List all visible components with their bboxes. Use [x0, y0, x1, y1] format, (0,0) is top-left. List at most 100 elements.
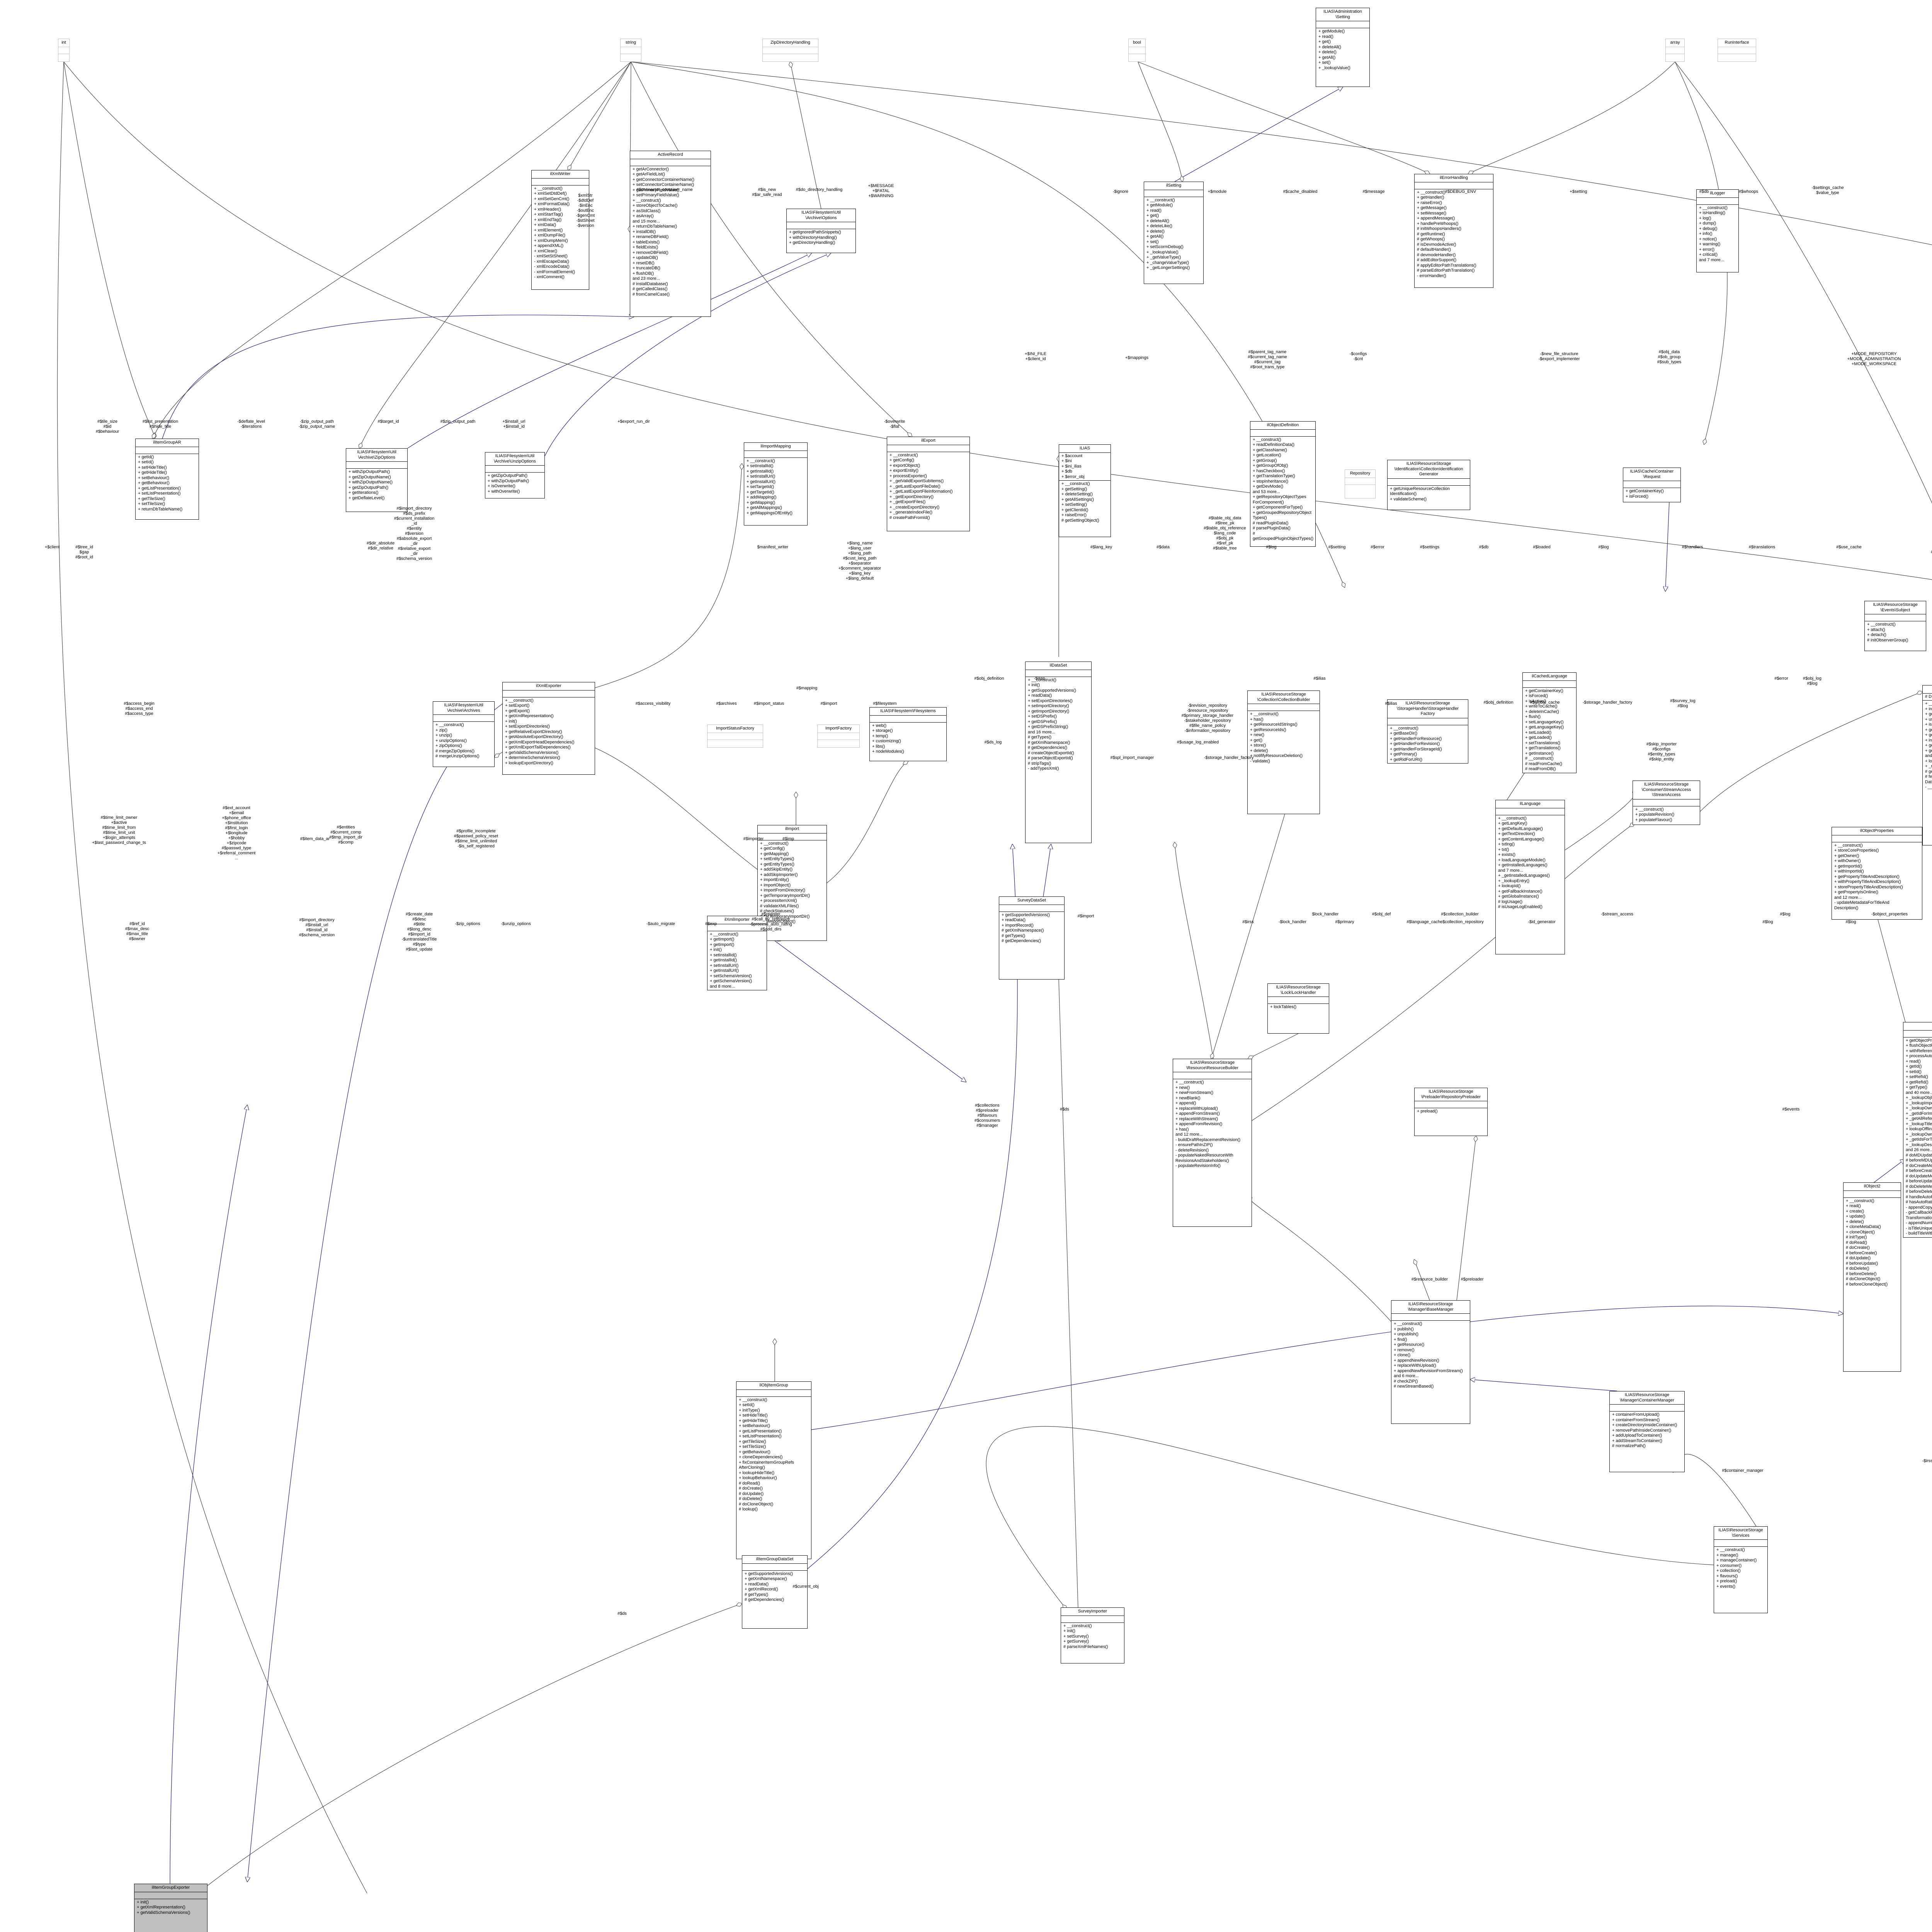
class-node-object2[interactable]: ilObject2+ __construct() + read() + crea… [1843, 1182, 1901, 1372]
class-attributes [1415, 1101, 1487, 1108]
class-node-resbuilder[interactable]: ILIAS\ResourceStorage \Resource\Resource… [1173, 1059, 1252, 1227]
class-name: ILIAS\Cache\Container \Request [1623, 468, 1680, 481]
class-name: bool [1129, 39, 1145, 47]
edge-label: +$mappings [1125, 355, 1149, 360]
edge-label: -$lock_handler [1278, 920, 1307, 924]
class-node-repository[interactable]: Repository [1345, 469, 1376, 498]
collaboration-edge [790, 62, 821, 209]
class-node-preloader[interactable]: ILIAS\ResourceStorage \Preloader\Reposit… [1414, 1088, 1488, 1136]
class-name: ActiveRecord [630, 151, 711, 159]
class-node-basemanager[interactable]: ILIAS\ResourceStorage \Manager\BaseManag… [1391, 1300, 1470, 1424]
edge-label: #$language_cache$collection_repository [1406, 920, 1484, 924]
edge-label: -$ignore [1112, 189, 1129, 194]
class-node-rssubject[interactable]: ILIAS\ResourceStorage \Events\Subject+ _… [1864, 601, 1926, 651]
class-node-archiveoptions[interactable]: ILIAS\Filesystem\Util \Archive\Options+ … [786, 209, 856, 253]
class-node-cachedlang[interactable]: ilCachedLanguage+ getContainerKey() + is… [1522, 672, 1577, 773]
collaboration-edge [359, 61, 631, 448]
class-node-cachereq[interactable]: ILIAS\Cache\Container \Request+ getConta… [1623, 468, 1681, 502]
class-name: ILIAS\ResourceStorage \Identification\Co… [1388, 460, 1470, 479]
class-attributes [630, 159, 711, 166]
edge-label: #$obj_definition [1483, 700, 1514, 705]
class-node-array[interactable]: array [1665, 39, 1685, 62]
class-node-activerecord[interactable]: ActiveRecord+ getArConnector() + getArFi… [630, 151, 711, 317]
class-node-export[interactable]: ilExport+ __construct() + getConfig() + … [887, 437, 970, 531]
class-node-surveyimporter[interactable]: SurveyImporter+ __construct() + init() +… [1061, 1607, 1124, 1663]
class-node-shfactory[interactable]: ILIAS\ResourceStorage \StorageHandler\St… [1387, 699, 1468, 764]
class-node-logger[interactable]: ilLogger+ __construct() + isHandling() +… [1696, 189, 1739, 272]
class-operations: + __construct() + getSetting() + deleteS… [1061, 481, 1099, 523]
class-name: ilObjItemGroup [736, 1382, 811, 1390]
class-node-errorhandling[interactable]: ilErrorHandling+ __construct() + getHand… [1414, 174, 1493, 288]
edge-label: +$lang_name +$lang_user +$lang_path #$cu… [838, 541, 881, 581]
class-attributes [1415, 182, 1493, 189]
class-node-objprops[interactable]: ilObjectProperties+ __construct() + stor… [1832, 827, 1922, 920]
class-attributes [1832, 835, 1922, 842]
class-node-xmlexporter[interactable]: ilXmlExporter+ __construct() + setExport… [502, 682, 595, 775]
class-operations: + __construct() + getBaseDir() + getHand… [1390, 726, 1442, 762]
class-node-dataset[interactable]: ilDataSet+ __construct() + init() + getS… [1025, 662, 1092, 843]
class-node-ilsetting[interactable]: ilSetting+ __construct() + getModule() +… [1144, 182, 1204, 284]
class-name: ilObjectProperties [1832, 827, 1922, 835]
class-node-runinterface[interactable]: RunInterface [1718, 39, 1756, 62]
class-node-importstatusf[interactable]: ImportStatusFactory [707, 724, 763, 748]
class-node-archives[interactable]: ILIAS\Filesystem\Util \Archive\Archives+… [433, 701, 495, 767]
class-node-itemgroupar[interactable]: ilItemGroupAR+ getId() + setId() + setHi… [135, 439, 199, 520]
class-operations: + __construct() + read() + create() + up… [1846, 1198, 1888, 1287]
collaboration-edge [1414, 1260, 1430, 1301]
collaboration-edge [207, 1604, 742, 1886]
class-node-zipoptions[interactable]: ILIAS\Filesystem\Util \Archive\ZipOption… [346, 448, 408, 512]
class-name: int [58, 39, 69, 47]
class-node-unzipoptions[interactable]: ILIAS\Filesystem\Util \Archive\UnzipOpti… [485, 452, 545, 498]
class-node-streamaccess[interactable]: ILIAS\ResourceStorage \Consumer\StreamAc… [1633, 781, 1700, 825]
class-node-ilias[interactable]: ILIAS+ $account + $ini + $ini_ilias + $d… [1059, 444, 1111, 537]
class-node-xmlwriter[interactable]: ilXmlWriter+ __construct() + xmlSetDtdDe… [531, 170, 589, 290]
edge-label: #$log [1266, 545, 1277, 549]
class-attributes [1865, 614, 1926, 621]
class-node-itemgroupdataset[interactable]: ilItemGroupDataSet+ getSupportedVersions… [742, 1555, 808, 1629]
class-node-objdef[interactable]: ilObjectDefinition+ __construct() + read… [1250, 421, 1316, 547]
class-node-importmapping[interactable]: ilImportMapping+ __construct() + setInst… [744, 442, 808, 526]
class-attributes [1523, 681, 1576, 688]
class-node-collbuilder[interactable]: ILIAS\ResourceStorage \Collection\Collec… [1247, 690, 1320, 814]
edge-label: #$tile_size #$id #$behaviour [95, 419, 119, 434]
inheritance-edge [1174, 87, 1343, 182]
class-attributes [1129, 47, 1145, 54]
class-attributes [999, 905, 1064, 912]
class-node-rsservices[interactable]: ILIAS\ResourceStorage \Services+ __const… [1714, 1526, 1768, 1613]
class-node-xmlimporter[interactable]: ilXmlImporter+ __construct() + getImport… [707, 916, 767, 990]
class-node-import[interactable]: ilImport+ __construct() + getConfig() + … [757, 825, 827, 941]
class-name: ilImportMapping [744, 443, 807, 451]
class-node-locktables[interactable]: ILIAS\ResourceStorage \Lock\LockHandler+… [1267, 983, 1329, 1034]
edge-label: -$object_properties [1871, 912, 1908, 917]
class-node-string[interactable]: string [620, 39, 641, 62]
class-name: ILIAS\Filesystem\Util \Archive\Archives [433, 702, 494, 715]
class-node-containermanager[interactable]: ILIAS\ResourceStorage \Manager\Container… [1609, 1391, 1685, 1472]
class-node-itemgroupexporter[interactable]: ilItemGroupExporter+ init() + getXmlRepr… [134, 1884, 207, 1932]
class-node-objitemgroup[interactable]: ilObjItemGroup+ __construct() + setId() … [736, 1381, 811, 1559]
class-node-language[interactable]: ilLanguage+ __construct() + getLangKey()… [1495, 800, 1565, 954]
edge-label: -$settings_cache $value_type [1811, 185, 1844, 195]
inheritance-edge [767, 935, 966, 1082]
class-node-object[interactable]: ilObject+ getObjectProperties() + flushO… [1903, 1022, 1932, 1238]
collaboration-edge [1675, 61, 1932, 504]
class-node-int[interactable]: int [58, 39, 70, 62]
class-operations: + getContainerKey() + isForced() + isAct… [1525, 688, 1564, 772]
collaboration-edge [568, 61, 631, 170]
collaboration-edge [1211, 814, 1285, 1059]
class-name: ILIAS\Filesystem\Util \Archive\Options [787, 209, 855, 222]
class-node-tree[interactable]: ilTree# DEFAULT_GAP+ __construct() + ini… [1922, 685, 1932, 845]
class-attributes [134, 1892, 207, 1899]
class-node-collidgen[interactable]: ILIAS\ResourceStorage \Identification\Co… [1387, 460, 1470, 510]
class-name: ILIAS\ResourceStorage \Services [1714, 1527, 1767, 1540]
class-node-importfactory[interactable]: ImportFactory [817, 724, 860, 748]
edge-label: #$error [1774, 676, 1788, 681]
class-node-bool[interactable]: bool [1128, 39, 1146, 62]
class-node-zipdir[interactable]: ZipDirectoryHandling [762, 39, 818, 62]
class-name: RunInterface [1718, 39, 1756, 47]
class-node-setting[interactable]: ILIAS\Administration \Setting+ getModule… [1316, 8, 1370, 87]
class-node-filesystems[interactable]: ILIAS\Filesystem\Filesystems+ web() + st… [869, 707, 947, 761]
class-node-surveydataset[interactable]: SurveyDataSet+ getSupportedVersions() + … [999, 896, 1065, 980]
edge-label: -$deflate_level -$iterations [237, 419, 265, 429]
class-name: ILIAS [1059, 445, 1111, 453]
class-attributes [1391, 1314, 1470, 1321]
